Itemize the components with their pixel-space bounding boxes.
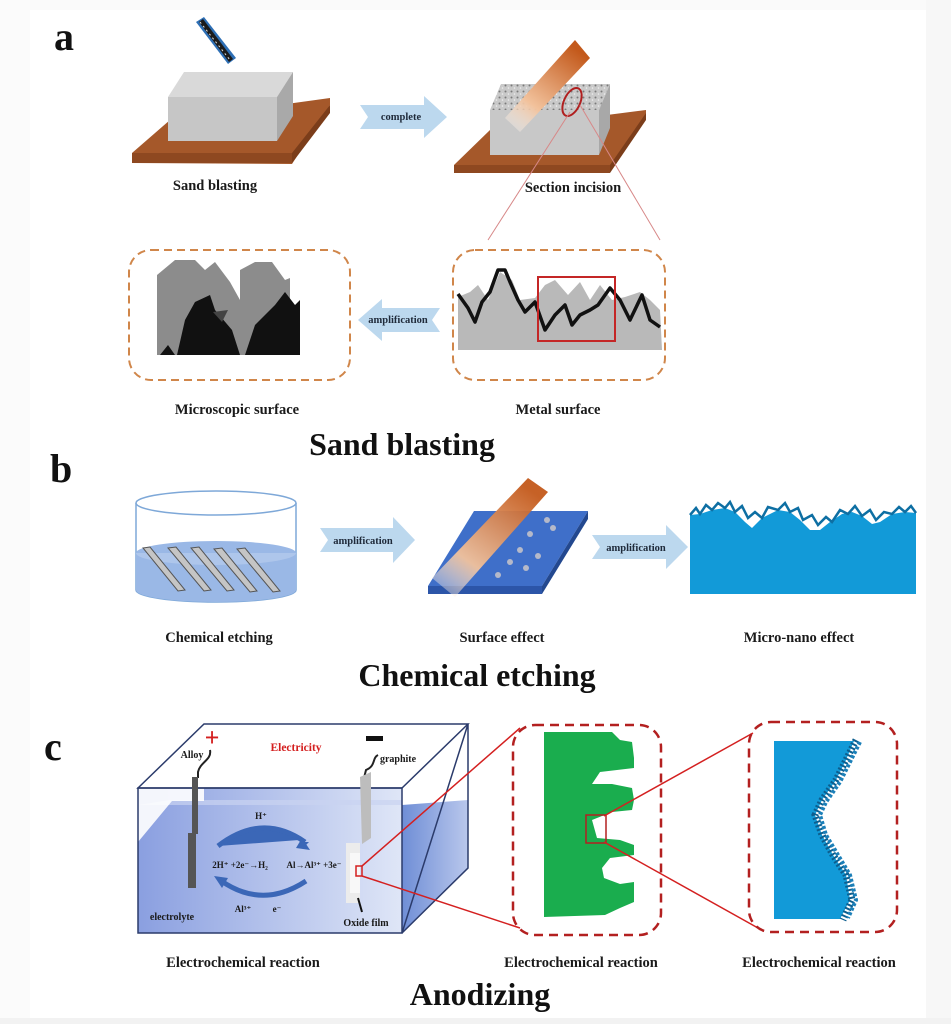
panel-c: c + Alloy Electricity graphite (44, 720, 899, 1012)
label-electron: e⁻ (273, 904, 282, 914)
alloy-electrode (188, 749, 212, 888)
reaction-cycle-arrows (214, 825, 310, 898)
frame-right-edge (926, 0, 951, 1024)
metal-surface-box (452, 249, 666, 381)
caption-section-incision: Section incision (525, 180, 621, 196)
caption-cell: Electrochemical reaction (166, 955, 320, 971)
panel-a: a Sand blasting complete (54, 14, 666, 462)
label-al-ion: Al³⁺ (235, 904, 252, 914)
panel-b-letter: b (50, 446, 72, 491)
label-electrolyte: electrolyte (150, 912, 195, 923)
electrolytic-cell (136, 723, 470, 934)
label-oxide-film: Oxide film (343, 918, 389, 929)
positive-terminal-icon: + (205, 723, 220, 752)
caption-sand-blasting: Sand blasting (173, 178, 258, 194)
caption-surface-effect: Surface effect (460, 630, 545, 646)
arrow-complete: complete (360, 96, 447, 138)
caption-zoom1: Electrochemical reaction (504, 955, 658, 971)
arrow-amplification-b2: amplification (592, 525, 688, 569)
panel-c-title: Anodizing (410, 976, 550, 1012)
oxide-film-zoom-marker (355, 865, 363, 877)
negative-terminal-icon (366, 736, 383, 741)
frame-bottom-edge (0, 1018, 951, 1024)
zoom-line-c1-top (361, 727, 521, 867)
zoom-line-left (487, 111, 571, 241)
arrow-amplification-b2-label: amplification (606, 543, 666, 554)
frame-top-edge (0, 0, 951, 10)
caption-metal-surface: Metal surface (516, 402, 602, 418)
sand-blasting-block (132, 72, 330, 164)
label-cathode-reaction: 2H⁺ +2e⁻→H₂ (212, 860, 268, 870)
label-anode-reaction: Al→Al³⁺ +3e⁻ (286, 860, 341, 870)
caption-zoom2: Electrochemical reaction (742, 955, 896, 971)
zoom-line-c1-bottom (361, 875, 521, 929)
micro-nano-surface (689, 499, 918, 594)
arrow-amplification-b1: amplification (320, 517, 415, 563)
sand-blast-nozzle-icon (196, 17, 236, 64)
label-graphite: graphite (380, 754, 417, 765)
caption-chemical-etching: Chemical etching (165, 630, 273, 646)
panel-b-title: Chemical etching (358, 657, 595, 693)
zoom-line-right (579, 104, 661, 241)
label-alloy: Alloy (181, 750, 204, 761)
frame-left-edge (0, 0, 30, 1024)
zoom-line-c2-top (603, 732, 754, 817)
section-incision-block (454, 40, 646, 173)
arrow-amplification-b1-label: amplification (333, 536, 393, 547)
surface-effect-plate (428, 478, 588, 597)
panel-a-letter: a (54, 14, 74, 59)
metal-strips (142, 546, 281, 593)
microscopic-surface-box (128, 249, 351, 381)
arrow-amplification-a-label: amplification (368, 315, 428, 326)
zoom-line-c2-bottom (603, 841, 759, 929)
panel-b: b Chemical etching amplification (50, 446, 918, 693)
caption-microscopic-surface: Microscopic surface (175, 402, 300, 418)
label-electricity: Electricity (270, 742, 321, 754)
oxide-film-zoom-box (511, 723, 663, 937)
graphite-electrode (346, 754, 379, 913)
arrow-amplification-a: amplification (358, 299, 440, 341)
panel-c-letter: c (44, 724, 62, 769)
nano-structure-zoom-box (747, 720, 899, 934)
panel-a-title: Sand blasting (309, 426, 495, 462)
caption-micro-nano-effect: Micro-nano effect (744, 630, 855, 646)
arrow-complete-label: complete (381, 112, 422, 123)
etching-beaker (135, 490, 297, 603)
label-h-plus: H⁺ (255, 811, 267, 821)
